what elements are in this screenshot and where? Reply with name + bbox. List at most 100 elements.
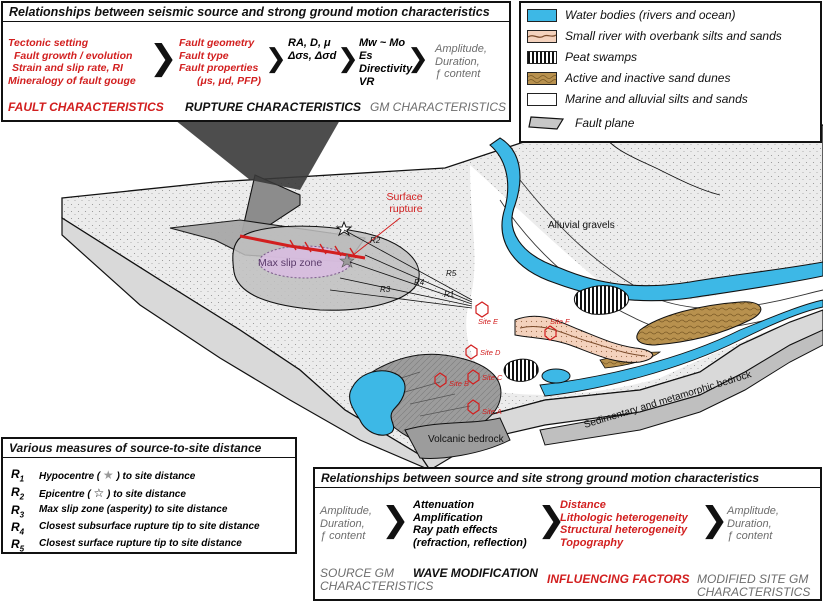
factor-item: Distance — [560, 499, 606, 511]
site-d-marker — [465, 344, 478, 360]
rupture-item: Fault properties — [179, 62, 259, 74]
rupture-caption: RUPTURE CHARACTERISTICS — [185, 100, 362, 114]
rupture-params-2: Mw ~ Mo Es Directivity VR — [359, 37, 412, 89]
factor-caption: INFLUENCING FACTORS — [547, 572, 690, 586]
factor-item: Structural heterogeneity — [560, 524, 688, 536]
wave-item: Ray path effects — [413, 524, 498, 536]
r2-symbol: R2 — [11, 485, 25, 502]
factor-items: Distance Lithologic heterogeneity Struct… — [560, 499, 688, 549]
site-c-marker — [467, 369, 480, 385]
legend-label: Small river with overbank silts and sand… — [565, 29, 782, 43]
modified-gm-items: Amplitude, Duration, ƒ content — [727, 505, 779, 543]
modified-caption: MODIFIED SITE GM CHARACTERISTICS — [697, 572, 811, 599]
legend-label: Marine and alluvial silts and sands — [565, 92, 748, 106]
fault-item: Mineralogy of fault gouge — [8, 74, 136, 87]
distance-text: ) to site distance — [116, 471, 196, 482]
gm-item: Duration, — [435, 55, 480, 68]
chevron-icon: ❯ — [337, 43, 359, 73]
wave-item: (refraction, reflection) — [413, 536, 527, 549]
distance-row-r1: R1 Hypocentre ( ★ ) to site distance — [11, 467, 291, 483]
distance-text: Closest subsurface rupture tip to site d… — [39, 521, 260, 532]
block-side-wall — [419, 309, 823, 471]
factor-item: Topography — [560, 536, 624, 549]
hypocentre-star-icon: ★ — [102, 468, 114, 482]
site-f-label: Site F — [550, 317, 570, 326]
distance-text: Closest surface rupture tip to site dist… — [39, 538, 242, 549]
legend-item-water: Water bodies (rivers and ocean) — [527, 7, 817, 25]
small-river-swatch — [527, 30, 557, 43]
site-e-label: Site E — [478, 317, 499, 326]
site-d-label: Site D — [480, 348, 501, 357]
r2-label: R2 — [370, 236, 381, 245]
r4-symbol: R4 — [11, 520, 25, 537]
r5-symbol: R5 — [11, 537, 25, 554]
param-item: Directivity — [359, 63, 413, 75]
source-gm-item: Amplitude, — [320, 505, 372, 517]
chevron-icon: ❯ — [149, 39, 178, 77]
param-item: Δσs, Δσd — [288, 49, 337, 62]
marine-swatch — [527, 93, 557, 106]
fault-caption: FAULT CHARACTERISTICS — [8, 100, 164, 114]
volcanic-bedrock-label: Volcanic bedrock — [428, 434, 505, 445]
distance-text: Hypocentre ( — [39, 471, 101, 482]
legend-panel: Water bodies (rivers and ocean) Small ri… — [519, 1, 822, 143]
callout-funnel — [175, 120, 340, 190]
r5-label: R5 — [446, 269, 457, 278]
volcanic-bedrock-front — [404, 417, 511, 459]
source-gm-caption: SOURCE GM CHARACTERISTICS — [320, 566, 434, 593]
alluvial-gravels-label: Alluvial gravels — [548, 220, 615, 231]
source-gm-items: Amplitude, Duration, ƒ content — [320, 505, 372, 543]
chevron-icon: ❯ — [537, 501, 566, 539]
legend-item-marine: Marine and alluvial silts and sands — [527, 91, 817, 109]
distance-row-r4: R4 Closest subsurface rupture tip to sit… — [11, 520, 291, 536]
param-item: Mw ~ Mo — [359, 37, 406, 49]
water-swatch — [527, 9, 557, 22]
chevron-icon: ❯ — [381, 501, 410, 539]
sedimentary-bedrock — [539, 329, 823, 446]
site-a-label: Site A — [482, 407, 502, 416]
lake-right — [541, 368, 571, 384]
source-gm-item: ƒ content — [320, 530, 366, 542]
rupture-item: Fault geometry — [179, 37, 255, 49]
site-b-label: Site B — [449, 379, 469, 388]
r3-label: R3 — [380, 285, 391, 294]
param-item: RA, D, μ — [288, 37, 331, 49]
legend-item-fault: Fault plane — [527, 115, 817, 133]
site-f-marker — [544, 325, 557, 341]
distance-row-r5: R5 Closest surface rupture tip to site d… — [11, 537, 291, 553]
distance-row-r3: R3 Max slip zone (asperity) to site dist… — [11, 503, 291, 519]
chevron-icon: ❯ — [700, 501, 729, 539]
source-characteristics-panel: Relationships between seismic source and… — [1, 1, 511, 122]
r4-label: R4 — [414, 278, 425, 287]
gm-item: ƒ content — [435, 68, 481, 80]
chevron-icon: ❯ — [265, 43, 287, 73]
peat-swamp-2 — [503, 358, 539, 382]
param-item: VR — [359, 76, 375, 88]
coastal-water — [539, 299, 823, 397]
factor-item: Lithologic heterogeneity — [560, 511, 688, 524]
distance-row-r2: R2 Epicentre ( ☆ ) to site distance — [11, 485, 291, 501]
legend-label: Peat swamps — [565, 50, 638, 64]
site-a-marker — [467, 399, 480, 415]
distance-panel-title: Various measures of source-to-site dista… — [3, 439, 295, 458]
epicentre-star-icon: ☆ — [93, 486, 105, 500]
distance-text: ) to site distance — [107, 489, 186, 500]
wave-caption: WAVE MODIFICATION — [413, 566, 538, 580]
fault-item: Tectonic setting — [8, 37, 89, 49]
modified-gm-item: Amplitude, — [727, 505, 779, 517]
fault-item: Strain and slip rate, RI — [12, 62, 123, 74]
site-b-marker — [434, 372, 447, 388]
lake-left — [349, 370, 406, 436]
r1-symbol: R1 — [11, 467, 25, 484]
site-characteristics-panel: Relationships between source and site st… — [313, 467, 822, 601]
legend-label: Active and inactive sand dunes — [565, 71, 731, 85]
surface-rupture-label: Surface rupture — [386, 191, 425, 215]
legend-label: Fault plane — [575, 116, 635, 130]
peat-swamp-1 — [574, 285, 629, 315]
wave-items: Attenuation Amplification Ray path effec… — [413, 499, 527, 549]
source-panel-title: Relationships between seismic source and… — [3, 3, 509, 22]
legend-item-small-river: Small river with overbank silts and sand… — [527, 28, 817, 46]
modified-gm-item: ƒ content — [727, 530, 773, 542]
site-e-marker — [475, 301, 489, 318]
